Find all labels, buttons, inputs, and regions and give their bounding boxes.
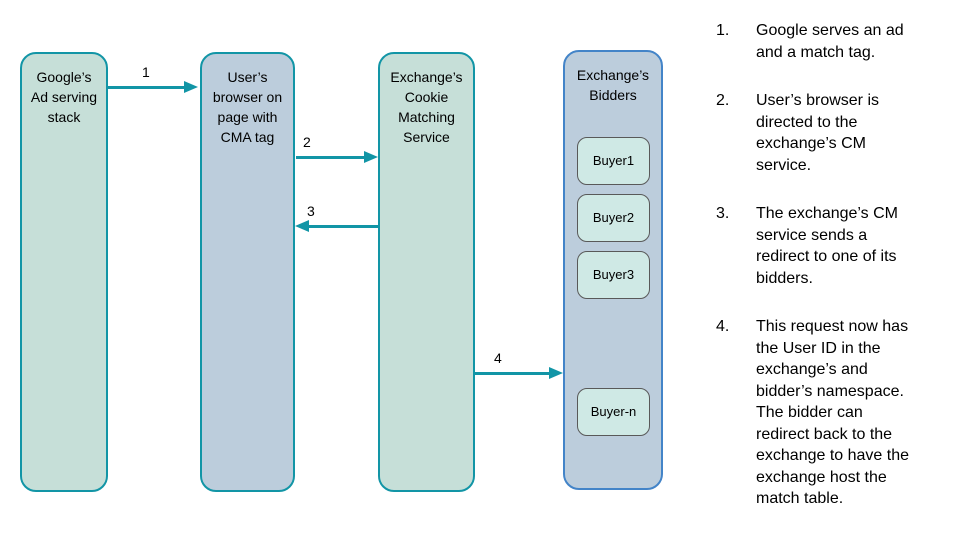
step-text: This request now has the User ID in the … <box>756 318 910 507</box>
arrow-step-4 <box>474 367 563 379</box>
step-item-2: 2. User’s browser is directed to the exc… <box>716 90 952 176</box>
step-text: Google serves an ad and a match tag. <box>756 22 904 61</box>
arrow-label-4: 4 <box>494 350 502 366</box>
buyer-label: Buyer-n <box>590 404 637 419</box>
node-label: User’s browser on page with CMA tag <box>212 69 283 145</box>
step-item-1: 1. Google serves an ad and a match tag. <box>716 20 952 63</box>
node-user-browser: User’s browser on page with CMA tag <box>200 52 295 492</box>
arrow-label-1: 1 <box>142 64 150 80</box>
arrow-step-2 <box>296 151 378 163</box>
step-text: The exchange’s CM service sends a redire… <box>756 205 898 287</box>
node-label: Google’s Ad serving stack <box>30 69 98 125</box>
step-item-4: 4. This request now has the User ID in t… <box>716 316 952 510</box>
node-label: Exchange’s Cookie Matching Service <box>390 69 463 145</box>
step-number: 2. <box>716 92 730 109</box>
buyer-box-3: Buyer3 <box>577 251 650 299</box>
arrow-label-3: 3 <box>307 203 315 219</box>
step-text: User’s browser is directed to the exchan… <box>756 92 879 174</box>
step-number: 4. <box>716 318 730 335</box>
step-number: 3. <box>716 205 730 222</box>
buyer-label: Buyer1 <box>592 153 635 168</box>
node-label: Exchange’s Bidders <box>576 67 650 103</box>
arrow-label-2: 2 <box>303 134 311 150</box>
step-number: 1. <box>716 22 730 39</box>
buyer-box-n: Buyer-n <box>577 388 650 436</box>
node-exchange-bidders: Exchange’s Bidders Buyer1 Buyer2 Buyer3 … <box>563 50 663 490</box>
buyer-label: Buyer2 <box>592 210 635 225</box>
buyer-box-1: Buyer1 <box>577 137 650 185</box>
arrow-step-3 <box>295 220 378 232</box>
node-exchange-cookie-matching-service: Exchange’s Cookie Matching Service <box>378 52 475 492</box>
step-item-3: 3. The exchange’s CM service sends a red… <box>716 203 952 289</box>
buyer-label: Buyer3 <box>592 267 635 282</box>
arrow-step-1 <box>108 81 198 93</box>
step-list: 1. Google serves an ad and a match tag. … <box>716 20 952 537</box>
buyer-box-2: Buyer2 <box>577 194 650 242</box>
node-google-ad-serving-stack: Google’s Ad serving stack <box>20 52 108 492</box>
